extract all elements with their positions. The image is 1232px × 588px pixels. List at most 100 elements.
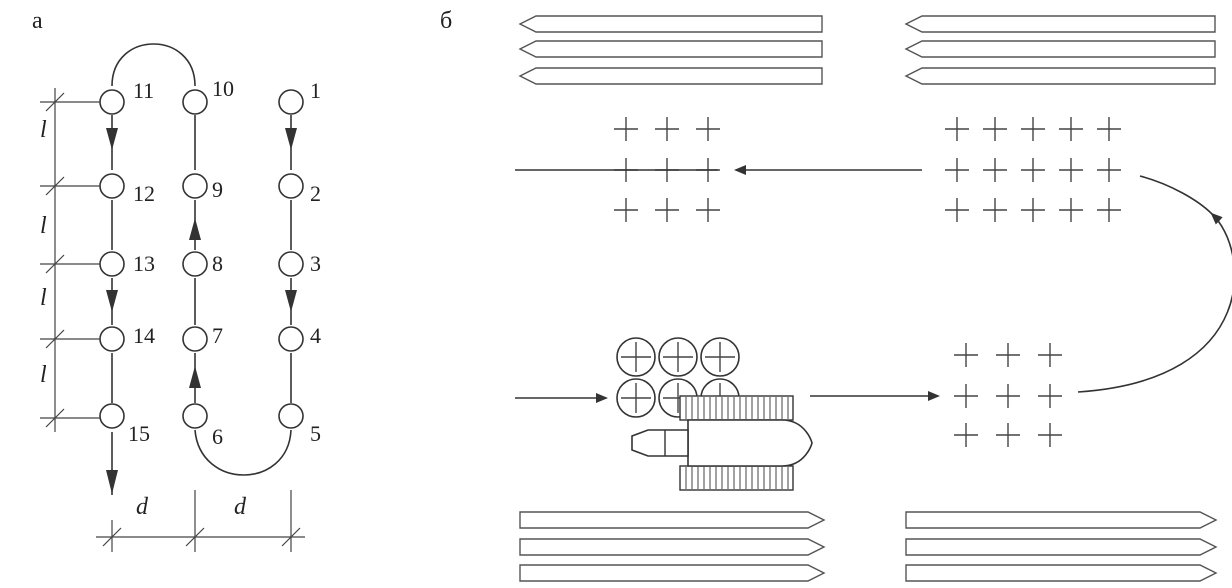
driven-pile-grid-lower-right	[954, 343, 1062, 447]
pile-node-14	[99, 326, 125, 352]
pile-node-6	[182, 403, 208, 429]
pile-icon	[519, 538, 826, 556]
pile-stack-top-left	[518, 15, 823, 85]
dimension-label-l: l	[40, 213, 47, 239]
dimension-ticks	[40, 92, 100, 428]
pile-icon	[519, 564, 826, 582]
driven-pile-cross-icon	[1021, 158, 1045, 182]
arc-6-5	[194, 429, 292, 476]
driven-pile-cross-icon	[1097, 158, 1121, 182]
node-label: 6	[212, 424, 223, 449]
dimension-label-l: l	[40, 117, 47, 143]
pile-icon	[518, 15, 823, 33]
pile-node-1	[278, 89, 304, 115]
driven-pile-cross-icon	[996, 343, 1020, 367]
node-label: 4	[310, 323, 321, 348]
driven-pile-cross-icon	[1038, 343, 1062, 367]
driven-pile-cross-icon	[945, 117, 969, 141]
driven-pile-cross-icon	[945, 158, 969, 182]
dimension-label-d: d	[136, 494, 149, 520]
pile-node-2	[278, 173, 304, 199]
driven-pile-cross-icon	[614, 117, 638, 141]
pile-icon	[905, 564, 1218, 582]
pile-icon	[519, 511, 826, 529]
driven-pile-cross-icon	[996, 384, 1020, 408]
pile-node-7	[182, 326, 208, 352]
dimension-label-l: l	[40, 362, 47, 388]
direction-arrow	[189, 218, 201, 240]
pile-node-13	[99, 251, 125, 277]
pile-icon	[904, 67, 1216, 85]
pile-node-9	[182, 173, 208, 199]
pile-icon	[904, 15, 1216, 33]
node-label: 8	[212, 251, 223, 276]
driven-pile-cross-icon	[983, 117, 1007, 141]
driven-pile-cross-icon	[1038, 423, 1062, 447]
driven-pile-cross-icon	[1059, 117, 1083, 141]
pile-node-15	[99, 403, 125, 429]
driven-pile-grid-upper-right	[945, 117, 1121, 222]
pile-stack-bottom-right	[905, 511, 1218, 582]
dimension-ticks	[102, 490, 301, 552]
driven-pile-circle-icon	[616, 337, 656, 377]
driven-pile-cross-icon	[954, 343, 978, 367]
panel-a-label: а	[32, 8, 43, 34]
driven-pile-circle-icon	[658, 337, 698, 377]
direction-arrow	[189, 366, 201, 388]
direction-arrow	[285, 290, 297, 312]
node-label: 15	[128, 421, 150, 446]
pile-icon	[904, 40, 1216, 58]
driven-pile-circle-icon	[700, 337, 740, 377]
driven-pile-cross-icon	[1021, 117, 1045, 141]
direction-arrow	[285, 128, 297, 150]
panel-b: б	[440, 8, 1232, 582]
flow-arc-up	[1077, 212, 1232, 393]
pile-node-10	[182, 89, 208, 115]
pile-icon	[905, 538, 1218, 556]
driven-pile-cross-icon	[655, 117, 679, 141]
node-label: 1	[310, 78, 321, 103]
driven-pile-cross-icon	[614, 198, 638, 222]
driven-pile-cross-icon	[1021, 198, 1045, 222]
pile-icon	[905, 511, 1218, 529]
driven-pile-cross-icon	[696, 117, 720, 141]
pile-node-4	[278, 326, 304, 352]
pile-driver-icon	[631, 395, 813, 491]
driven-pile-cross-icon	[983, 198, 1007, 222]
direction-arrow	[106, 290, 118, 312]
node-label: 3	[310, 251, 321, 276]
node-label: 12	[133, 181, 155, 206]
driven-pile-cross-icon	[945, 198, 969, 222]
driven-pile-cross-icon	[1097, 198, 1121, 222]
node-label: 7	[212, 323, 223, 348]
driven-pile-cross-icon	[996, 423, 1020, 447]
pile-node-5	[278, 403, 304, 429]
node-label: 11	[133, 78, 154, 103]
driven-pile-cross-icon	[983, 158, 1007, 182]
pile-stack-bottom-left	[519, 511, 826, 582]
driven-pile-cross-icon	[696, 198, 720, 222]
driven-pile-cross-icon	[1038, 384, 1062, 408]
pile-stack-top-right	[904, 15, 1216, 85]
driven-pile-circle-icon	[616, 378, 656, 418]
pile-node-12	[99, 173, 125, 199]
node-label: 9	[212, 177, 223, 202]
pile-node-11	[99, 89, 125, 115]
direction-arrow	[106, 128, 118, 150]
driven-pile-cross-icon	[954, 423, 978, 447]
arc-11-10	[111, 43, 196, 87]
node-label: 10	[212, 76, 234, 101]
node-label: 13	[133, 251, 155, 276]
node-label: 5	[310, 421, 321, 446]
panel-a: а	[32, 8, 321, 552]
dimension-label-d: d	[234, 494, 247, 520]
driven-pile-cross-icon	[954, 384, 978, 408]
pile-node-3	[278, 251, 304, 277]
driven-pile-cross-icon	[1059, 158, 1083, 182]
dimension-label-l: l	[40, 285, 47, 311]
direction-arrow	[106, 470, 118, 494]
driven-pile-cross-icon	[1059, 198, 1083, 222]
panel-b-label: б	[440, 8, 452, 34]
pile-icon	[518, 40, 823, 58]
